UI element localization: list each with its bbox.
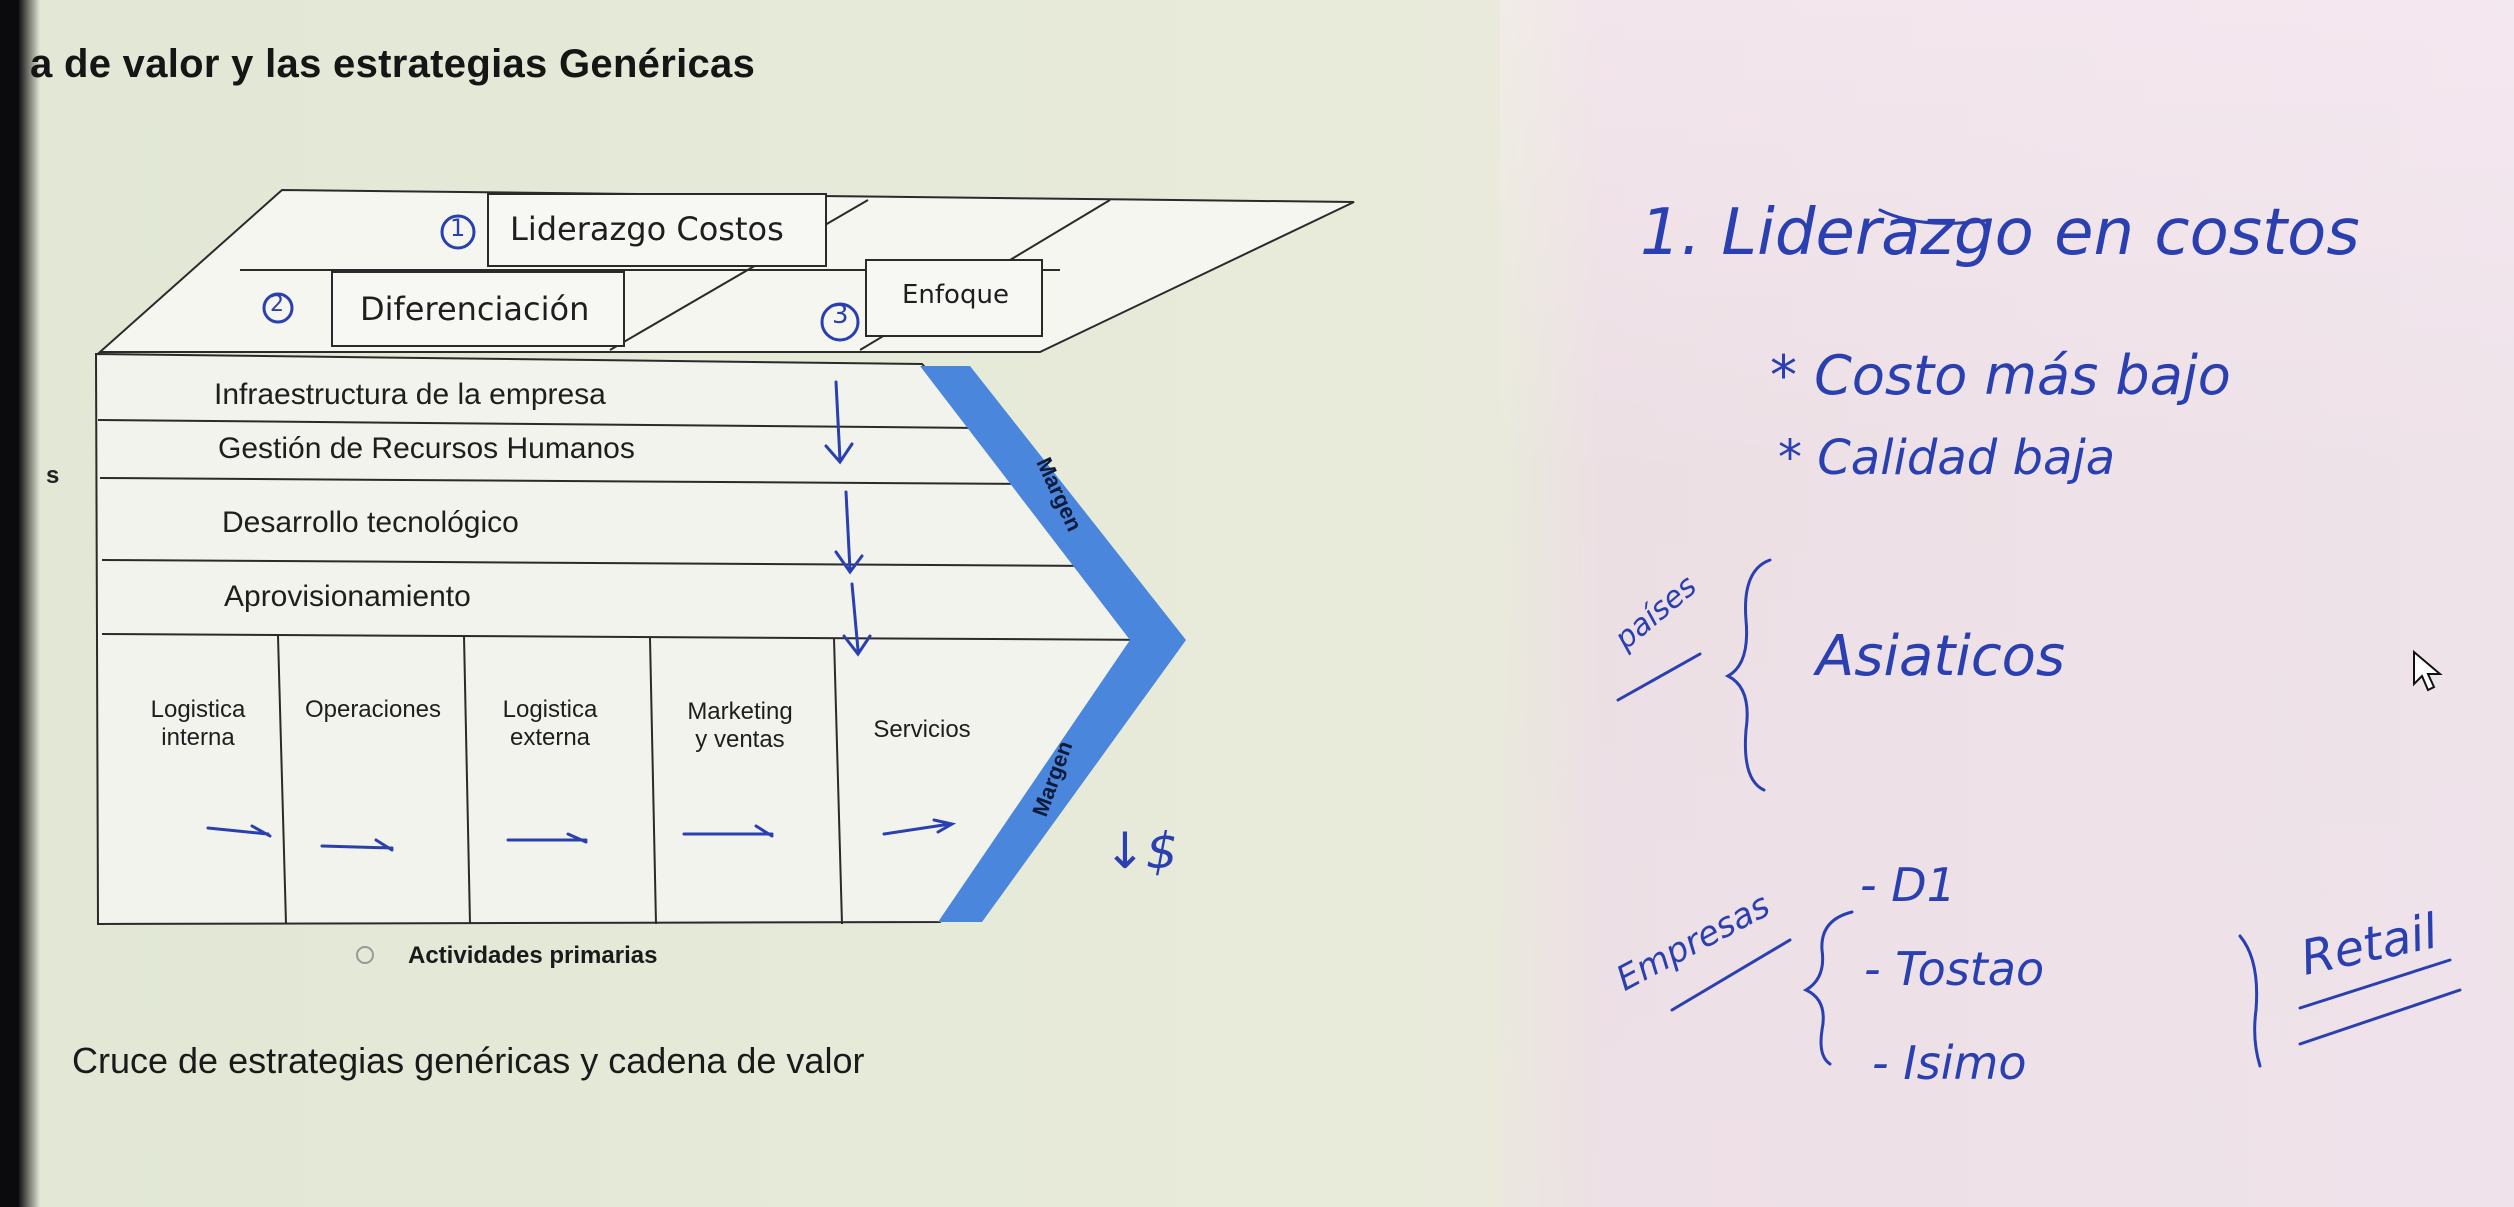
down-arrow-3 <box>842 582 872 657</box>
right-arrow-1 <box>206 824 272 838</box>
cost-number: 1 <box>450 214 466 242</box>
row-line-4 <box>101 633 1163 641</box>
hw-empresa-1: - D1 <box>1860 858 1956 912</box>
down-arrow-1 <box>824 380 854 465</box>
heading-underline <box>1878 208 1992 225</box>
handwritten-arrows <box>206 208 2462 1068</box>
cost-box <box>487 193 827 267</box>
primary-activity-marketing-l1: Marketing <box>687 698 793 725</box>
primary-axis-label: Actividades primarias <box>408 942 658 969</box>
focus-label: Enfoque <box>902 280 1009 310</box>
primary-activity-operations: Operaciones <box>278 696 468 724</box>
paises-underline <box>1616 652 1702 702</box>
cost-number-circle <box>440 214 476 250</box>
cost-label: Liderazgo Costos <box>510 210 784 248</box>
focus-number: 3 <box>832 300 849 330</box>
primary-activity-inbound: Logistica interna <box>118 696 278 752</box>
right-arrow-5 <box>882 818 957 836</box>
hw-paises-value: Asiaticos <box>1816 624 2066 689</box>
diff-number: 2 <box>270 292 284 317</box>
support-activity-infrastructure: Infraestructura de la empresa <box>214 378 606 411</box>
primary-activity-services: Servicios <box>852 716 992 744</box>
axis-bullet-icon <box>356 946 374 964</box>
support-activity-procurement: Aprovisionamiento <box>224 580 471 613</box>
primary-activity-marketing-l2: y ventas <box>695 726 785 753</box>
diff-box <box>331 271 625 347</box>
left-edge-fragment: s <box>46 462 60 489</box>
empresas-underline <box>1670 938 1792 1012</box>
right-arrow-2 <box>320 838 394 852</box>
margin-band <box>920 366 1186 640</box>
down-arrow-2 <box>834 490 864 575</box>
diff-label: Diferenciación <box>360 290 590 328</box>
primary-activity-marketing: Marketing y ventas <box>660 698 820 754</box>
retail-brace <box>2238 934 2262 1068</box>
support-activity-tech: Desarrollo tecnológico <box>222 506 519 539</box>
row-line-1 <box>97 419 981 429</box>
diff-number-circle <box>262 292 294 324</box>
focus-box <box>865 259 1043 337</box>
right-arrow-4 <box>682 824 774 838</box>
primary-activity-inbound-l1: Logistica <box>150 696 246 723</box>
hw-money-note: ↓$ <box>1104 822 1178 880</box>
primary-activity-outbound-l2: externa <box>509 724 591 751</box>
row-line-3 <box>101 559 1101 567</box>
hw-bullet-1: * Costo más bajo <box>1770 344 2231 407</box>
pencil-underline-retail <box>2298 958 2452 1010</box>
hw-empresa-3: - Isimo <box>1872 1036 2027 1090</box>
mouse-cursor-icon <box>2413 649 2443 692</box>
primary-activity-outbound: Logistica externa <box>470 696 630 752</box>
hw-empresa-2: - Tostao <box>1864 942 2045 996</box>
hw-heading: 1. Liderazgo en costos <box>1640 196 2360 270</box>
hw-bullet-2: * Calidad baja <box>1778 430 2116 486</box>
primary-activity-outbound-l1: Logistica <box>502 696 598 723</box>
screen-glare <box>1500 0 2514 1207</box>
right-arrow-3 <box>506 832 588 844</box>
page-title: a de valor y las estrategias Genéricas <box>30 42 756 86</box>
figure-caption: Cruce de estrategias genéricas y cadena … <box>72 1040 865 1081</box>
col-line-3 <box>649 637 657 925</box>
primary-activity-inbound-l2: interna <box>161 724 235 751</box>
row-line-2 <box>99 477 1031 485</box>
primary-activity-services-l1: Servicios <box>873 716 971 743</box>
primary-activity-operations-l1: Operaciones <box>304 696 442 723</box>
margin-band-lower <box>938 640 1186 922</box>
col-line-1 <box>277 635 287 925</box>
paises-brace <box>1724 558 1772 792</box>
empresas-brace <box>1802 910 1854 1066</box>
col-line-2 <box>463 635 471 925</box>
retail-underline <box>2298 988 2462 1046</box>
col-line-4 <box>833 637 843 925</box>
focus-number-circle <box>820 302 860 342</box>
support-activity-hr: Gestión de Recursos Humanos <box>218 432 635 465</box>
